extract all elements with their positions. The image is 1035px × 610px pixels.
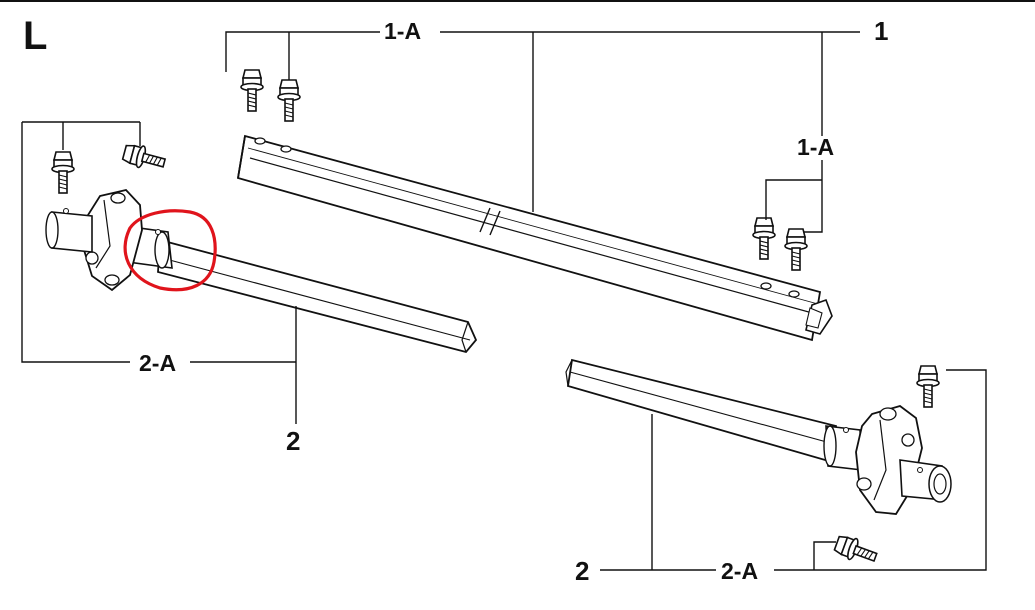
right-shaft-bolt-1 — [916, 365, 940, 408]
view-label: L — [20, 16, 51, 56]
rail-leaders — [225, 31, 860, 233]
right-shaft-bolt-2 — [832, 532, 880, 569]
rail-bolt-3 — [752, 217, 776, 260]
highlight-circle — [123, 209, 217, 292]
left-shaft-leaders — [21, 121, 297, 424]
left-shaft-part — [45, 189, 478, 354]
right-shaft-label: 2 — [572, 558, 593, 584]
left-shaft-label: 2 — [283, 428, 304, 454]
rail-label: 1 — [871, 18, 892, 44]
rail-part — [236, 134, 833, 342]
rail-bolt-4 — [784, 228, 808, 271]
rail-bolts-label-top: 1-A — [381, 20, 425, 43]
left-shaft-bolts-label: 2-A — [136, 352, 180, 375]
left-shaft-bolt-1 — [51, 151, 75, 194]
left-shaft-bolt-2 — [120, 140, 168, 175]
right-shaft-bolts-label: 2-A — [718, 560, 762, 583]
right-shaft-leaders — [600, 369, 987, 571]
rail-bolt-1 — [240, 69, 264, 112]
rail-bolt-2 — [277, 79, 301, 122]
rail-bolts-label-right: 1-A — [794, 136, 838, 159]
right-shaft-part — [565, 358, 952, 515]
